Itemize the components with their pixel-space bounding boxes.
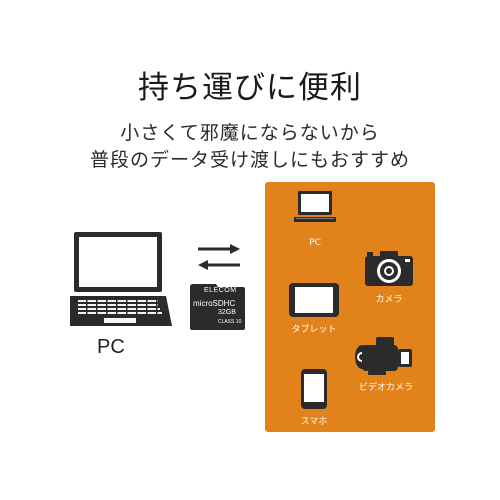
video-camera-icon	[355, 337, 412, 375]
device-label-pc: PC	[309, 238, 321, 248]
device-label-camera: カメラ	[375, 295, 403, 305]
page-title: 持ち運びに便利	[138, 70, 362, 106]
transfer-arrows-icon	[198, 244, 240, 270]
device-label-video-camera: ビデオカメラ	[358, 383, 413, 393]
card-brand: ELECOM	[204, 287, 237, 294]
card-capacity: 32GB	[218, 309, 236, 316]
pc-label: PC	[97, 336, 125, 358]
card-class: CLASS 10	[218, 319, 242, 325]
device-label-tablet: タブレット	[291, 325, 337, 335]
device-label-smartphone: スマホ	[300, 417, 328, 427]
microsd-card: ELECOM microSDHC 32GB CLASS 10	[188, 283, 246, 331]
subtitle-line-1: 小さくて邪魔にならないから	[120, 122, 380, 144]
laptop-icon	[70, 232, 172, 326]
camera-icon	[365, 251, 413, 286]
subtitle-line-2: 普段のデータ受け渡しにもおすすめ	[89, 149, 410, 171]
smartphone-icon	[301, 369, 327, 409]
card-type: microSDHC	[193, 299, 236, 308]
tablet-icon	[289, 283, 339, 317]
laptop-icon	[294, 191, 336, 222]
